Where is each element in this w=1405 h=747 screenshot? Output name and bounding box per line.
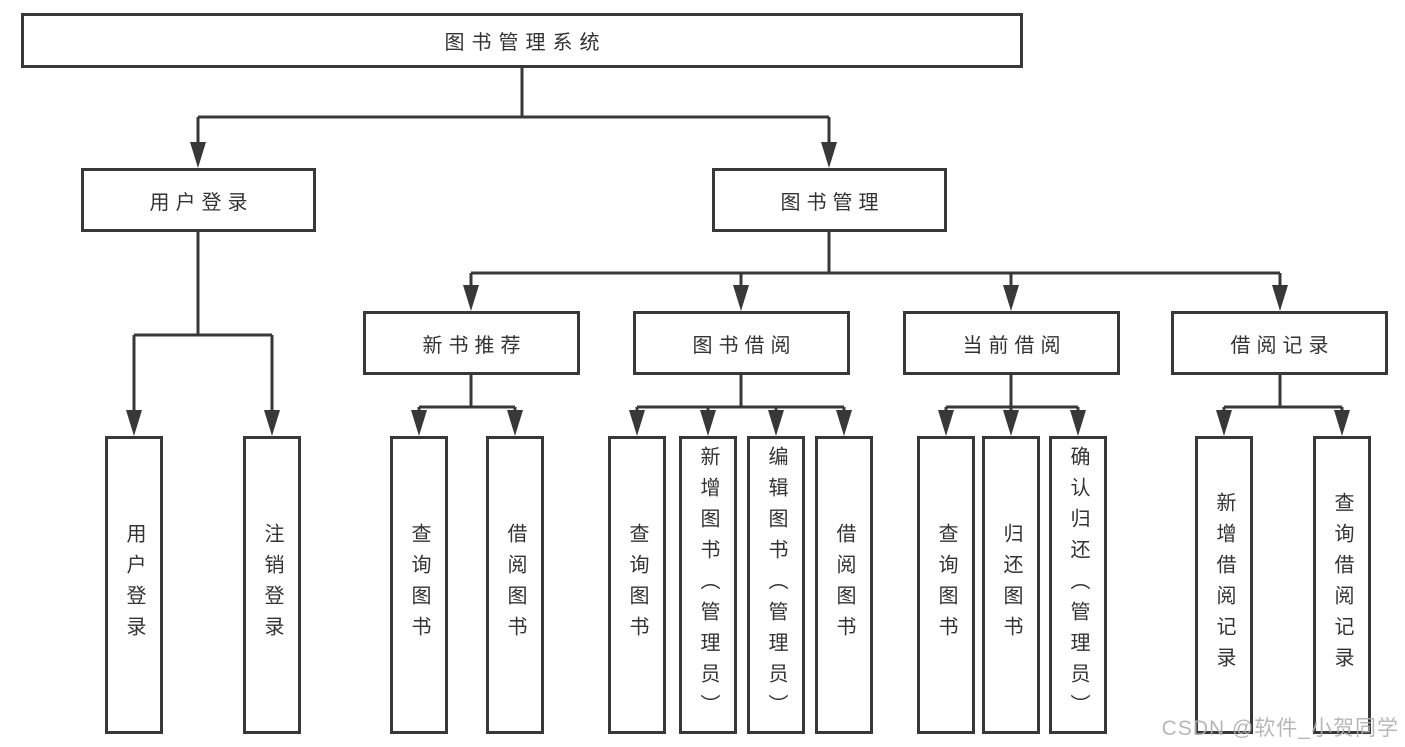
arrowhead [1003,285,1019,311]
connector-book-mgmt-to-level3 [469,232,1282,287]
arrowhead [1003,410,1019,436]
node-book-borrow: 图书借阅 [633,311,850,375]
node-label: 用户登录 [149,191,254,214]
arrowhead [733,285,749,311]
leaf-logout: 注销登录 [243,436,301,734]
node-label: 归还图书 [1000,523,1022,647]
node-label: 新增借阅记录 [1213,492,1235,678]
arrowhead [264,410,280,436]
connector-root-to-level2 [196,68,831,144]
arrowhead [1272,285,1288,311]
arrowhead [507,410,523,436]
leaf-add-book-admin: 新增图书（管理员） [679,436,737,734]
leaf-borrow-books-recommend: 借阅图书 [486,436,544,734]
leaf-query-books-recommend: 查询图书 [390,436,448,734]
node-label: 图书管理系统 [444,32,607,54]
node-root: 图书管理系统 [21,13,1023,68]
arrowhead [1070,410,1086,436]
arrowhead [700,410,716,436]
node-new-book-recommend: 新书推荐 [363,311,580,375]
node-book-management: 图书管理 [712,168,947,232]
leaf-user-login: 用户登录 [105,436,163,734]
node-label: 新书推荐 [422,334,527,357]
leaf-add-borrow-record: 新增借阅记录 [1195,436,1253,734]
node-label: 借阅记录 [1230,334,1335,357]
connector-level3-to-leaves [417,375,1344,412]
leaf-query-borrow-record: 查询借阅记录 [1313,436,1371,734]
node-borrow-records: 借阅记录 [1171,311,1388,375]
node-label: 借阅图书 [504,523,526,647]
node-label: 确认归还（管理员） [1067,445,1089,725]
arrowhead [938,410,954,436]
node-label: 图书管理 [780,191,885,214]
watermark: CSDN @软件_小贺同学 [1161,717,1399,740]
node-label: 注销登录 [261,523,283,647]
arrowhead [411,410,427,436]
arrowhead [629,410,645,436]
leaf-query-books-borrow: 查询图书 [608,436,666,734]
arrowhead [1216,410,1232,436]
arrowhead [126,410,142,436]
leaf-borrow-books: 借阅图书 [815,436,873,734]
node-label: 查询借阅记录 [1331,492,1353,678]
node-label: 借阅图书 [833,523,855,647]
node-label: 查询图书 [408,523,430,647]
node-label: 查询图书 [626,523,648,647]
connector-user-login-to-leaves [132,232,274,412]
node-label: 编辑图书（管理员） [765,445,787,725]
arrowhead [821,142,837,168]
leaf-confirm-return-admin: 确认归还（管理员） [1049,436,1107,734]
leaf-return-book: 归还图书 [982,436,1040,734]
leaf-query-books-current: 查询图书 [917,436,975,734]
arrowhead [190,142,206,168]
node-label: 新增图书（管理员） [697,445,719,725]
arrowhead [1334,410,1350,436]
node-label: 用户登录 [123,523,145,647]
arrowhead [768,410,784,436]
leaf-edit-book-admin: 编辑图书（管理员） [747,436,805,734]
node-label: 查询图书 [935,523,957,647]
node-label: 当前借阅 [962,334,1067,357]
node-current-borrow: 当前借阅 [903,311,1120,375]
node-user-login: 用户登录 [81,168,316,232]
arrowhead [463,285,479,311]
node-label: 图书借阅 [692,334,797,357]
arrowhead [836,410,852,436]
